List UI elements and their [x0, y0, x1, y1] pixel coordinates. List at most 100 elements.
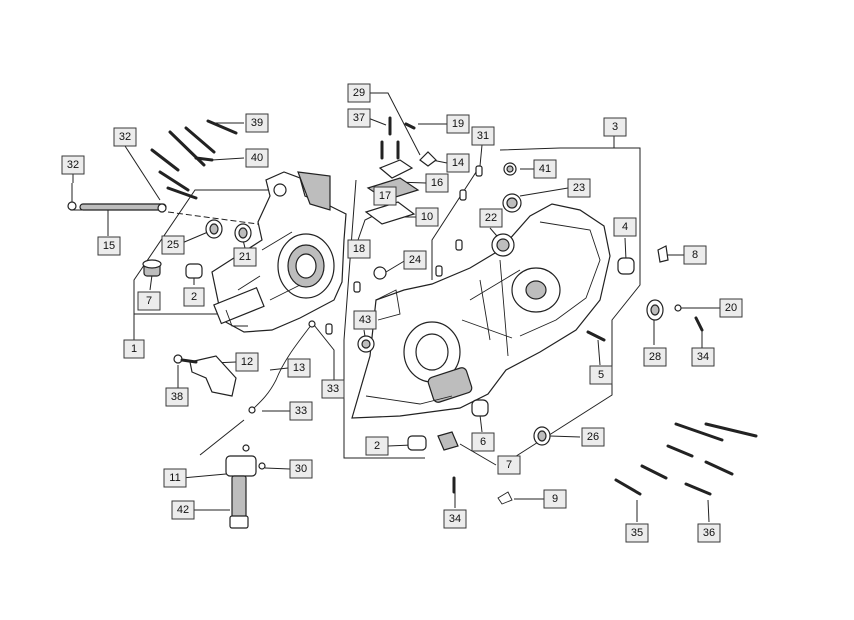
svg-text:33: 33 [327, 383, 339, 395]
svg-text:2: 2 [191, 291, 197, 303]
svg-text:3: 3 [612, 121, 618, 133]
callout-2: 2 [183, 287, 205, 307]
svg-text:32: 32 [119, 131, 131, 143]
callout-28: 28 [643, 347, 667, 367]
callout-18: 18 [347, 239, 371, 259]
svg-text:7: 7 [146, 295, 152, 307]
svg-text:22: 22 [485, 212, 497, 224]
svg-text:5: 5 [598, 369, 604, 381]
callout-11: 11 [163, 468, 187, 488]
callout-35: 35 [625, 523, 649, 543]
callout-2: 2 [365, 436, 389, 456]
callout-21: 21 [233, 247, 257, 267]
callout-7: 7 [497, 455, 521, 475]
svg-text:37: 37 [353, 112, 365, 124]
callout-24: 24 [403, 250, 427, 270]
callout-5: 5 [589, 365, 613, 385]
bolt-set-39-40 [150, 119, 238, 200]
svg-text:18: 18 [353, 243, 365, 255]
right-crankcase-half [351, 203, 611, 419]
dowel-pins [325, 165, 483, 335]
callout-1: 1 [123, 339, 145, 359]
svg-text:31: 31 [477, 130, 489, 142]
callout-23: 23 [567, 178, 591, 198]
svg-text:24: 24 [409, 254, 421, 266]
svg-text:38: 38 [171, 391, 183, 403]
callout-30: 30 [289, 459, 313, 479]
svg-text:1: 1 [131, 343, 137, 355]
svg-text:21: 21 [239, 251, 251, 263]
svg-text:34: 34 [697, 351, 709, 363]
svg-text:40: 40 [251, 152, 263, 164]
callout-19: 19 [446, 114, 470, 134]
callout-13: 13 [287, 358, 311, 378]
svg-text:41: 41 [539, 163, 551, 175]
svg-text:12: 12 [241, 356, 253, 368]
callout-32: 32 [113, 127, 137, 147]
callout-26: 26 [581, 427, 605, 447]
svg-text:9: 9 [552, 493, 558, 505]
callout-29: 29 [347, 83, 371, 103]
svg-text:29: 29 [353, 87, 365, 99]
callout-40: 40 [245, 148, 269, 168]
svg-text:42: 42 [177, 504, 189, 516]
shaft-part-15 [67, 201, 167, 213]
callout-4: 4 [613, 217, 637, 237]
svg-text:39: 39 [251, 117, 263, 129]
svg-text:4: 4 [622, 221, 628, 233]
svg-text:14: 14 [452, 157, 464, 169]
svg-text:36: 36 [703, 527, 715, 539]
oil-pump-part-11 [225, 444, 266, 529]
svg-text:34: 34 [449, 513, 461, 525]
callout-8: 8 [683, 245, 707, 265]
svg-text:10: 10 [421, 211, 433, 223]
svg-text:26: 26 [587, 431, 599, 443]
callout-22: 22 [479, 208, 503, 228]
callout-labels: 1 2 2 3 4 5 6 7 7 8 9 10 11 12 13 14 15 … [61, 83, 743, 543]
left-crankcase-half [211, 171, 347, 333]
svg-text:23: 23 [573, 182, 585, 194]
svg-text:35: 35 [631, 527, 643, 539]
callout-41: 41 [533, 159, 557, 179]
callout-36: 36 [697, 523, 721, 543]
callout-33: 33 [321, 379, 345, 399]
callout-10: 10 [415, 207, 439, 227]
callout-6: 6 [471, 432, 495, 452]
svg-text:13: 13 [293, 362, 305, 374]
svg-text:2: 2 [374, 440, 380, 452]
callout-17: 17 [373, 186, 397, 206]
svg-text:17: 17 [379, 190, 391, 202]
callout-34: 34 [691, 347, 715, 367]
svg-text:25: 25 [167, 239, 179, 251]
leader-lines [71, 92, 720, 523]
callout-38: 38 [165, 387, 189, 407]
callout-31: 31 [471, 126, 495, 146]
svg-text:16: 16 [431, 177, 443, 189]
callout-37: 37 [347, 108, 371, 128]
svg-text:28: 28 [649, 351, 661, 363]
callout-12: 12 [235, 352, 259, 372]
callout-9: 9 [543, 489, 567, 509]
svg-text:43: 43 [359, 314, 371, 326]
svg-text:30: 30 [295, 463, 307, 475]
svg-text:15: 15 [103, 240, 115, 252]
callout-33: 33 [289, 401, 313, 421]
callout-39: 39 [245, 113, 269, 133]
bearings-and-seals [357, 162, 664, 451]
small-parts-left [142, 219, 252, 279]
callout-25: 25 [161, 235, 185, 255]
svg-text:20: 20 [725, 302, 737, 314]
callout-43: 43 [353, 310, 377, 330]
svg-text:11: 11 [169, 472, 180, 484]
svg-text:8: 8 [692, 249, 698, 261]
svg-text:19: 19 [452, 118, 464, 130]
callout-7: 7 [137, 291, 161, 311]
callout-14: 14 [446, 153, 470, 173]
callout-20: 20 [719, 298, 743, 318]
svg-text:7: 7 [506, 459, 512, 471]
bolt-set-35-36 [614, 422, 758, 496]
callout-3: 3 [603, 117, 627, 137]
callout-16: 16 [425, 173, 449, 193]
bracket-part-12 [173, 354, 237, 397]
